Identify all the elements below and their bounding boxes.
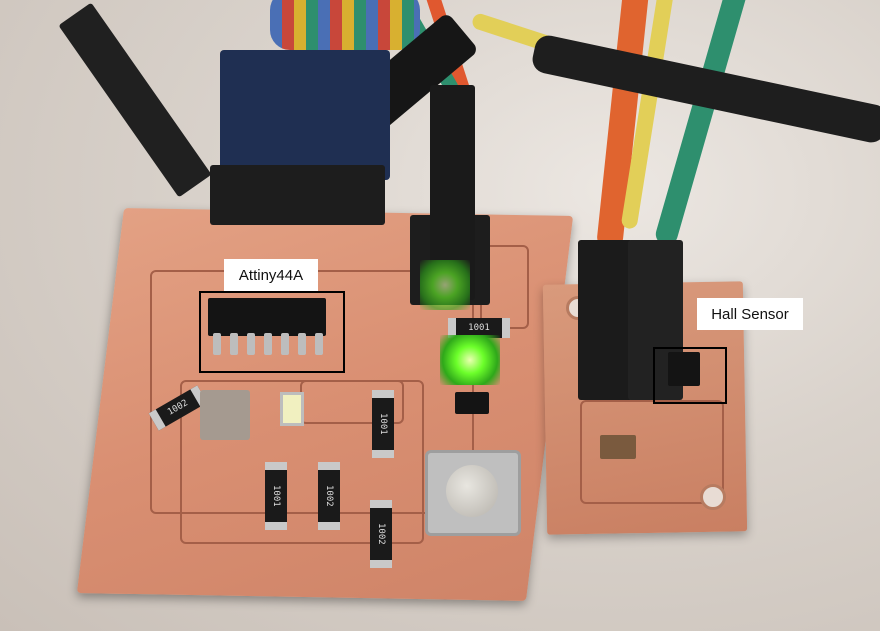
hall-sensor-chip [668,352,700,386]
mounting-hole [700,484,726,510]
chip-pin [247,333,255,355]
chip-pin [298,333,306,355]
resistor: 1001 [265,462,287,530]
diode [455,392,489,414]
green-led [440,335,500,385]
attiny-highlight-frame [199,291,345,373]
black-jumper-left [58,2,212,198]
resistor: 1001 [372,390,394,458]
wire-multicolor-top [270,0,420,50]
chip-pin [264,333,272,355]
hall-sensor-label: Hall Sensor [697,298,803,330]
resistor: 1002 [318,462,340,530]
chip-pin [281,333,289,355]
chip-pin [230,333,238,355]
pushbutton [425,450,521,536]
resistor: 1002 [370,500,392,568]
microcontroller-chip [208,298,326,336]
resistor: 1001 [448,318,510,338]
hall-capacitor [600,435,636,459]
chip-pins [213,333,323,355]
pcb-trace [580,400,724,504]
hall-sensor-highlight-frame [653,347,727,404]
ribbon-connector [220,50,390,180]
pin-header-top [210,165,385,225]
white-led [280,392,304,426]
wire-green-hall [653,0,749,248]
pushbutton-cap [446,465,498,517]
attiny-label: Attiny44A [224,259,318,291]
green-led-header-glow [420,260,470,310]
chip-pin [315,333,323,355]
capacitor [200,390,250,440]
chip-pin [213,333,221,355]
hall-jumper-housing-left [578,240,633,400]
